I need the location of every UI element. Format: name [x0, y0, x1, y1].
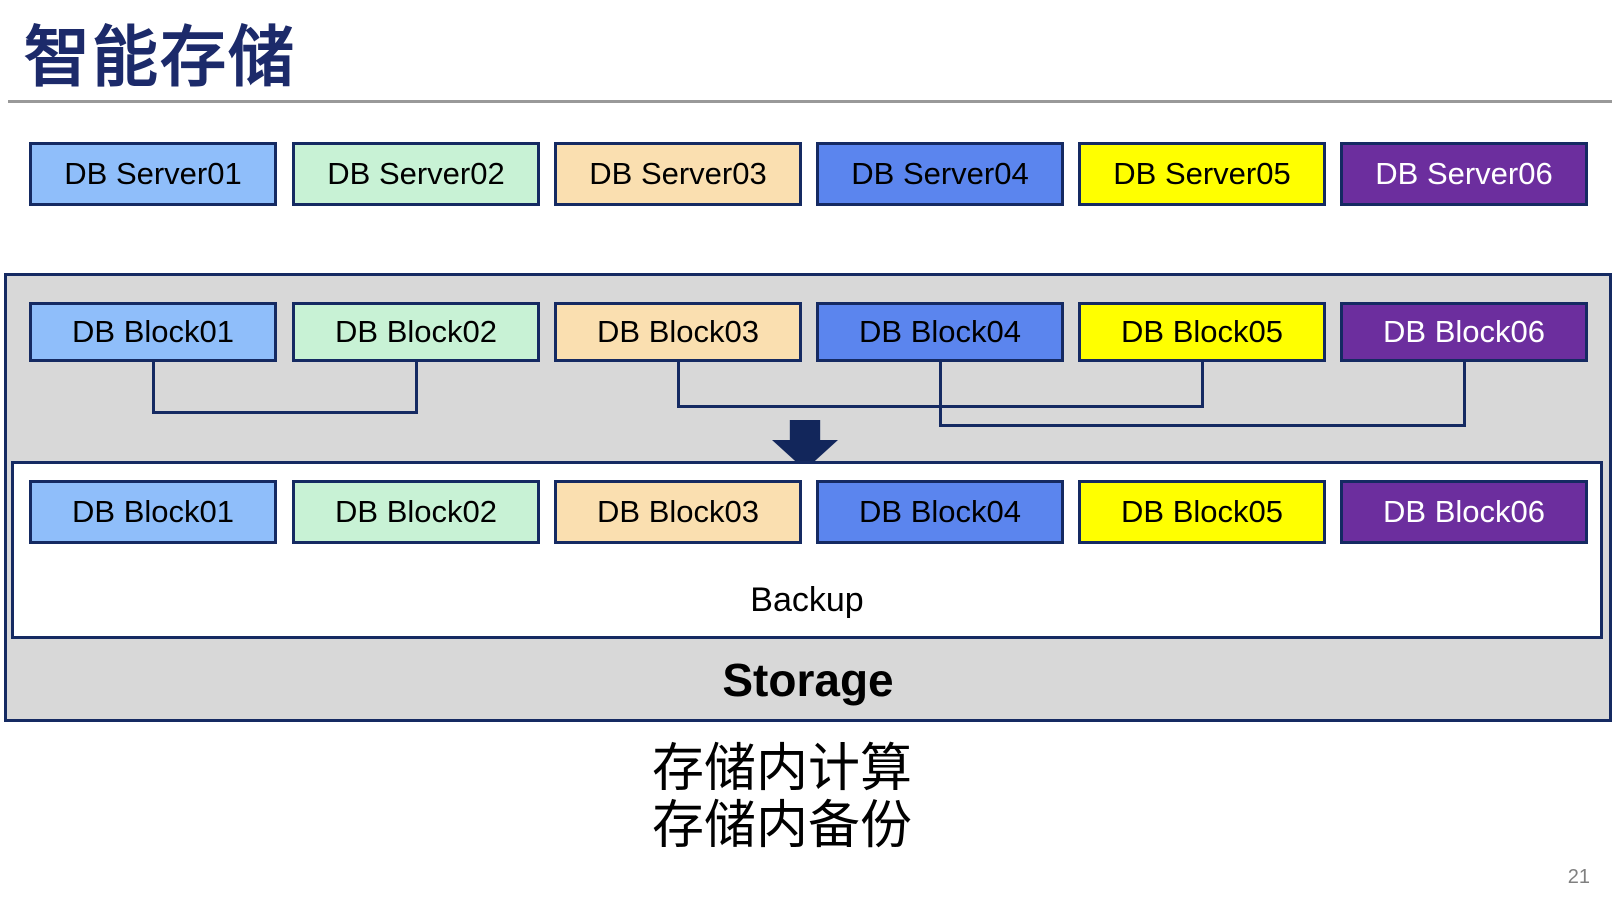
db-server-01: DB Server01 [29, 142, 277, 206]
db-block-backup-04: DB Block04 [816, 480, 1064, 544]
caption: 存储内计算 存储内备份 [0, 741, 1564, 855]
title-divider [8, 100, 1612, 103]
db-server-02: DB Server02 [292, 142, 540, 206]
slide-title: 智能存储 [24, 20, 296, 94]
db-block-backup-01: DB Block01 [29, 480, 277, 544]
db-block-backup-05: DB Block05 [1078, 480, 1326, 544]
db-block-source-05: DB Block05 [1078, 302, 1326, 362]
storage-label: Storage [722, 654, 894, 706]
db-block-backup-06: DB Block06 [1340, 480, 1588, 544]
page-number: 21 [1567, 866, 1590, 888]
db-block-source-06: DB Block06 [1340, 302, 1588, 362]
db-server-03: DB Server03 [554, 142, 802, 206]
connector-04-06 [939, 362, 1466, 427]
db-block-source-04: DB Block04 [816, 302, 1064, 362]
db-server-06: DB Server06 [1340, 142, 1588, 206]
caption-line-1: 存储内计算 [651, 740, 912, 798]
db-block-backup-03: DB Block03 [554, 480, 802, 544]
db-server-04: DB Server04 [816, 142, 1064, 206]
db-block-backup-02: DB Block02 [292, 480, 540, 544]
backup-label: Backup [750, 581, 864, 619]
db-block-source-01: DB Block01 [29, 302, 277, 362]
db-server-05: DB Server05 [1078, 142, 1326, 206]
db-block-source-03: DB Block03 [554, 302, 802, 362]
connector-01-02 [152, 362, 418, 414]
db-block-source-02: DB Block02 [292, 302, 540, 362]
caption-line-2: 存储内备份 [651, 797, 912, 855]
